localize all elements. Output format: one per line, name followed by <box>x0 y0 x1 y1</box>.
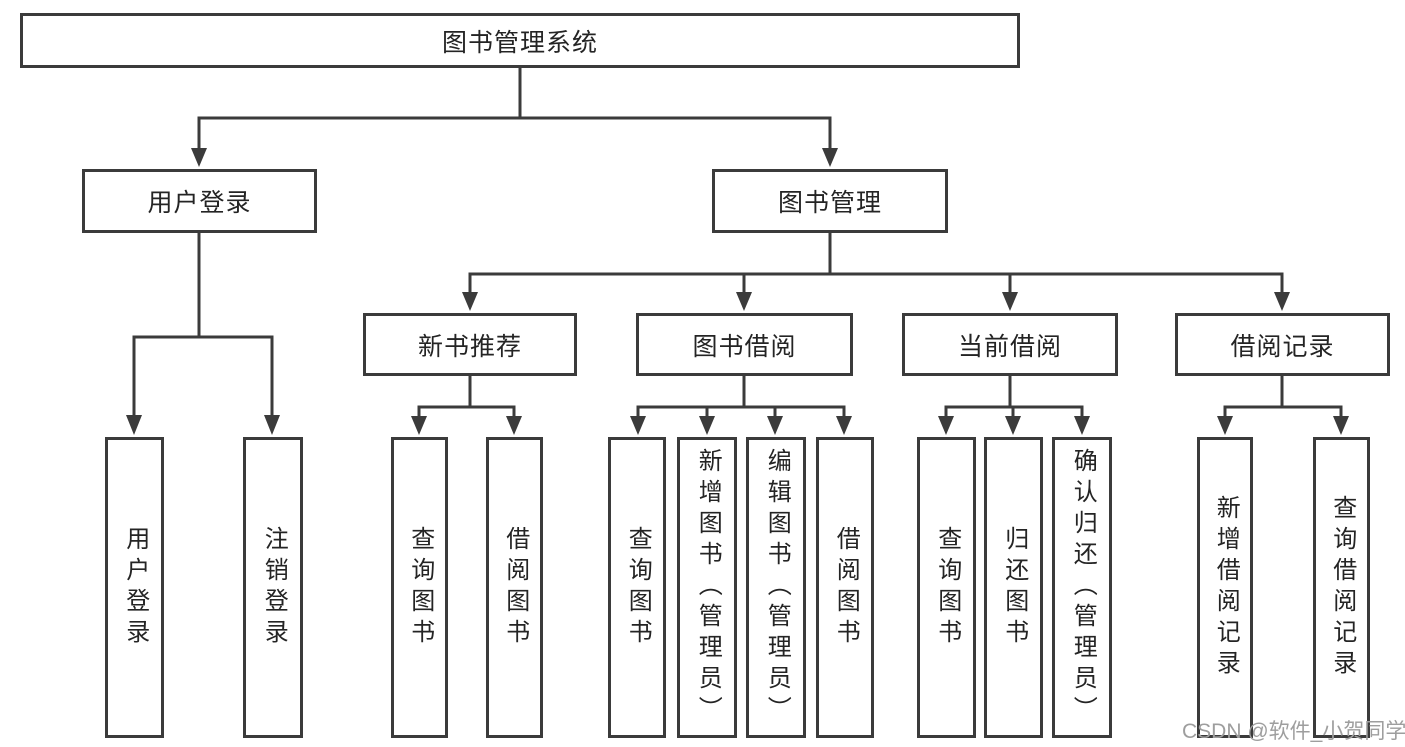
node-new-book-recommend-label: 新书推荐 <box>417 332 522 361</box>
watermark: CSDN @软件_小贺同学 <box>1182 720 1405 743</box>
leaf-recommend-borrow-books: 借阅图书 <box>486 437 543 738</box>
leaf-borrow-add-books-admin: 新增图书（管理员） <box>677 437 737 738</box>
node-root: 图书管理系统 <box>20 13 1020 68</box>
leaf-logout-label: 注销登录 <box>260 525 288 650</box>
leaf-recommend-borrow-books-label: 借阅图书 <box>501 525 529 650</box>
leaf-borrow-edit-books-admin: 编辑图书（管理员） <box>746 437 806 738</box>
node-user-login-label: 用户登录 <box>147 189 252 217</box>
leaf-borrow-edit-books-admin-label: 编辑图书（管理员） <box>763 448 791 727</box>
node-borrow-record-label: 借阅记录 <box>1230 332 1335 361</box>
node-root-label: 图书管理系统 <box>441 28 598 57</box>
leaf-borrow-borrow-books: 借阅图书 <box>816 437 874 738</box>
leaf-record-add-borrow-record: 新增借阅记录 <box>1197 437 1253 738</box>
leaf-user-login: 用户登录 <box>105 437 164 738</box>
node-book-management: 图书管理 <box>712 169 948 233</box>
node-new-book-recommend: 新书推荐 <box>363 313 577 376</box>
node-borrow-record: 借阅记录 <box>1175 313 1390 376</box>
leaf-borrow-borrow-books-label: 借阅图书 <box>832 525 860 650</box>
leaf-current-confirm-return-admin: 确认归还（管理员） <box>1052 437 1112 738</box>
leaf-current-query-books: 查询图书 <box>917 437 976 738</box>
leaf-record-query-borrow-record: 查询借阅记录 <box>1313 437 1370 738</box>
leaf-record-query-borrow-record-label: 查询借阅记录 <box>1328 494 1356 681</box>
node-user-login: 用户登录 <box>82 169 317 233</box>
node-book-management-label: 图书管理 <box>777 189 882 217</box>
leaf-user-login-label: 用户登录 <box>121 525 149 650</box>
leaf-current-confirm-return-admin-label: 确认归还（管理员） <box>1069 448 1097 727</box>
node-current-borrow-label: 当前借阅 <box>957 332 1062 361</box>
leaf-logout: 注销登录 <box>243 437 303 738</box>
leaf-borrow-query-books: 查询图书 <box>608 437 666 738</box>
leaf-borrow-add-books-admin-label: 新增图书（管理员） <box>694 448 722 727</box>
node-book-borrow: 图书借阅 <box>636 313 853 376</box>
leaf-current-query-books-label: 查询图书 <box>933 525 961 650</box>
node-current-borrow: 当前借阅 <box>902 313 1118 376</box>
leaf-recommend-query-books-label: 查询图书 <box>406 525 434 650</box>
node-book-borrow-label: 图书借阅 <box>692 332 797 361</box>
leaf-record-add-borrow-record-label: 新增借阅记录 <box>1212 494 1240 681</box>
leaf-borrow-query-books-label: 查询图书 <box>624 525 652 650</box>
leaf-recommend-query-books: 查询图书 <box>391 437 448 738</box>
leaf-current-return-books-label: 归还图书 <box>1000 525 1028 650</box>
leaf-current-return-books: 归还图书 <box>984 437 1043 738</box>
